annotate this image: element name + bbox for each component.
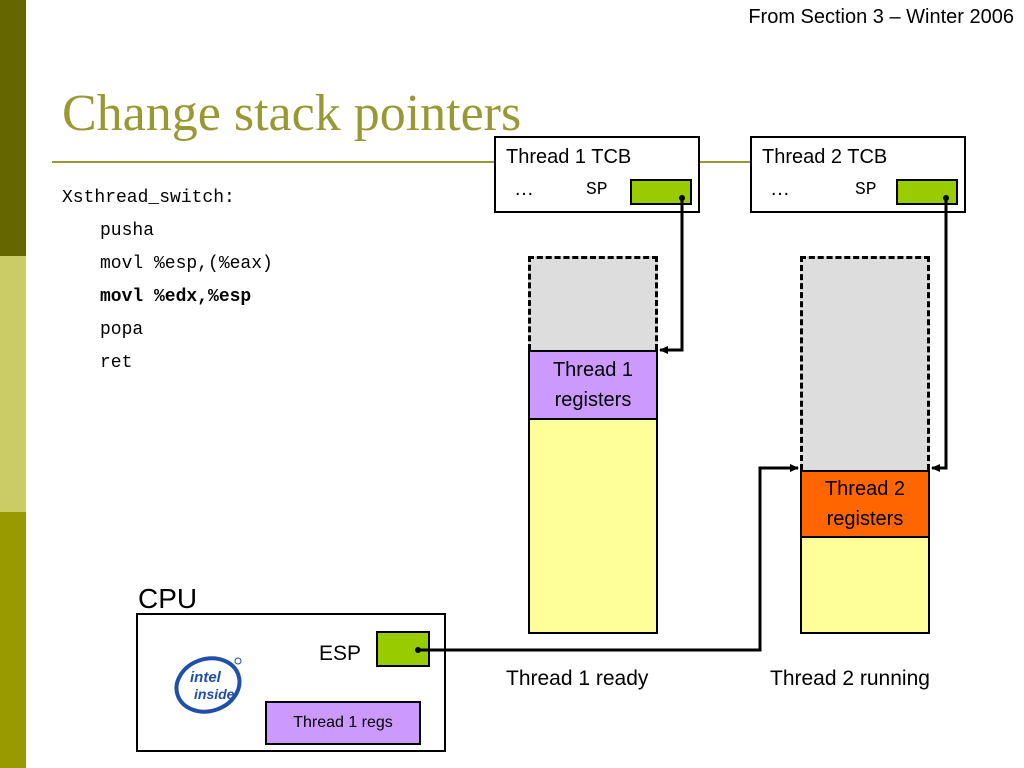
thread1-tcb-title: Thread 1 TCB — [506, 146, 632, 168]
thread2-tcb-sp-label: SP — [855, 180, 877, 200]
slide-title: Change stack pointers — [62, 85, 522, 142]
thread2-registers-line1: Thread 2 — [824, 478, 906, 500]
thread1-tcb-dots: … — [514, 178, 534, 200]
cpu-box: ESP Thread 1 regs intel inside — [136, 613, 446, 752]
thread1-caption: Thread 1 ready — [506, 667, 649, 690]
thread2-tcb-title: Thread 2 TCB — [762, 146, 888, 168]
thread1-tcb-sp-label: SP — [586, 180, 608, 200]
code-line: movl %esp,(%eax) — [100, 254, 273, 274]
accent-bar-bottom — [0, 512, 26, 768]
intel-logo-text-1: intel — [190, 669, 222, 686]
thread1-stack-free — [528, 256, 658, 350]
thread2-caption: Thread 2 running — [770, 667, 930, 690]
thread1-tcb: Thread 1 TCB … SP — [494, 136, 700, 213]
source-note: From Section 3 – Winter 2006 — [748, 6, 1014, 28]
code-line-highlighted: movl %edx,%esp — [100, 287, 252, 307]
code-line: pusha — [100, 221, 155, 241]
code-line: popa — [100, 320, 144, 340]
accent-bar-middle — [0, 256, 26, 512]
code-line: ret — [100, 353, 133, 373]
cpu-label: CPU — [138, 583, 198, 614]
thread1-registers: Thread 1 registers — [528, 350, 658, 420]
cpu-thread1-regs: Thread 1 regs — [265, 701, 421, 745]
thread1-sp-arrow — [659, 198, 684, 354]
thread2-registers-line2: registers — [826, 508, 904, 530]
thread2-sp-field — [896, 179, 958, 205]
thread2-tcb-dots: … — [770, 178, 790, 200]
thread2-stack-used — [800, 536, 930, 634]
thread2-sp-arrow — [931, 198, 948, 472]
intel-inside-logo: intel inside — [174, 656, 242, 714]
thread2-tcb: Thread 2 TCB … SP — [750, 136, 966, 213]
thread2-stack-free — [800, 256, 930, 470]
thread1-stack-used — [528, 418, 658, 634]
intel-logo-text-2: inside — [194, 686, 235, 702]
code-label: Xsthread_switch: — [62, 188, 235, 208]
esp-arrow — [418, 464, 799, 652]
esp-label: ESP — [319, 642, 362, 665]
thread1-registers-line1: Thread 1 — [552, 359, 634, 381]
thread1-registers-line2: registers — [554, 389, 632, 411]
accent-bar-top — [0, 0, 26, 256]
